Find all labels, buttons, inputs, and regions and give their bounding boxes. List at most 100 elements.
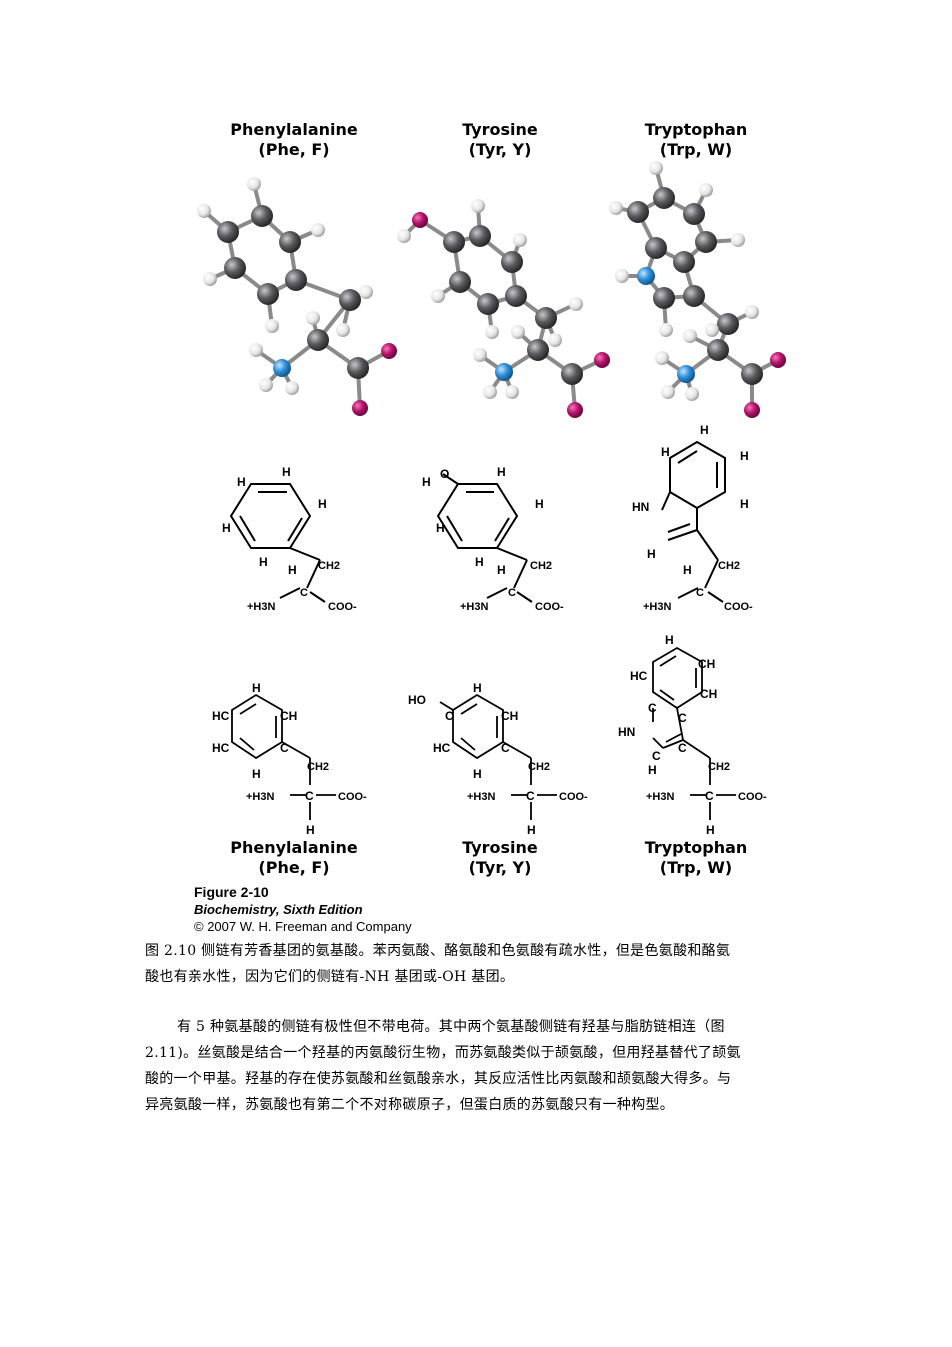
tyr-nh3: +H3N bbox=[467, 791, 495, 803]
title-abbr: (Trp, W) bbox=[659, 858, 733, 877]
trp-ch2: CH2 bbox=[708, 761, 730, 773]
tyrosine-model bbox=[397, 199, 610, 418]
carbon-atom bbox=[695, 231, 717, 253]
tryptophan-model bbox=[609, 161, 786, 418]
trp-hc: HC bbox=[630, 669, 648, 683]
trp-ch: CH bbox=[698, 657, 715, 671]
carbon-atom bbox=[673, 251, 695, 273]
carbon-atom bbox=[257, 283, 279, 305]
tyr-c: C bbox=[445, 709, 454, 723]
phe-hc: HC bbox=[212, 741, 230, 755]
phe-condensed-bonds bbox=[231, 693, 336, 820]
title-phenylalanine-bottom: Phenylalanine (Phe, F) bbox=[194, 838, 394, 878]
carbon-atom bbox=[477, 293, 499, 315]
carbon-atom bbox=[707, 339, 729, 361]
paragraph-line: 酸的一个甲基。羟基的存在使苏氨酸和丝氨酸亲水，其反应活性比丙氨酸和颉氨酸大得多。… bbox=[145, 1071, 732, 1087]
tyr-skeletal-bonds bbox=[436, 473, 533, 603]
title-name: Tryptophan bbox=[644, 838, 748, 857]
trp-hn: HN bbox=[618, 725, 635, 739]
hydrogen-atom bbox=[336, 323, 350, 337]
tyr-h: H bbox=[473, 767, 482, 781]
tyr-h: H bbox=[473, 681, 482, 695]
carbon-atom bbox=[717, 313, 739, 335]
hydrogen-atom bbox=[306, 311, 320, 325]
title-tryptophan-bottom: Tryptophan (Trp, W) bbox=[596, 838, 796, 878]
phe-h: H bbox=[237, 475, 246, 489]
carbon-atom bbox=[339, 289, 361, 311]
carbon-atom bbox=[535, 307, 557, 329]
hydrogen-atom bbox=[569, 297, 583, 311]
title-abbr: (Trp, W) bbox=[659, 140, 733, 159]
tyr-h: H bbox=[475, 555, 484, 569]
hydrogen-atom bbox=[659, 323, 673, 337]
condensed-formulas: H HC CH HC C H CH2 +H3N C COO- H H HO C … bbox=[212, 633, 767, 837]
hydrogen-atom bbox=[265, 319, 279, 333]
trp-nh3: +H3N bbox=[643, 601, 671, 613]
hydrogen-atom bbox=[473, 348, 487, 362]
tyr-coo: COO- bbox=[535, 601, 564, 613]
carbon-atom bbox=[307, 329, 329, 351]
trp-h: H bbox=[740, 449, 749, 463]
tyr-hc: HC bbox=[433, 741, 451, 755]
carbon-atom bbox=[217, 221, 239, 243]
tyr-o: O bbox=[440, 467, 449, 481]
hydrogen-atom bbox=[285, 381, 299, 395]
trp-c: C bbox=[696, 587, 704, 599]
oxygen-atom bbox=[744, 402, 760, 418]
trp-c: C bbox=[678, 741, 687, 755]
title-name: Tyrosine bbox=[462, 120, 538, 139]
trp-c: C bbox=[705, 789, 714, 803]
carbon-atom bbox=[224, 257, 246, 279]
hydrogen-atom bbox=[397, 229, 411, 243]
carbon-atom bbox=[645, 237, 667, 259]
trp-h: H bbox=[647, 547, 656, 561]
hydrogen-atom bbox=[699, 183, 713, 197]
tyr-ho: HO bbox=[408, 693, 426, 707]
phe-hc: HC bbox=[212, 709, 230, 723]
caption-line: 酸也有亲水性，因为它们的侧链有-NH 基团或-OH 基团。 bbox=[145, 969, 515, 985]
title-abbr: (Phe, F) bbox=[258, 858, 330, 877]
hydrogen-atom bbox=[471, 199, 485, 213]
carbon-atom bbox=[443, 231, 465, 253]
trp-h: H bbox=[700, 423, 709, 437]
paragraph-line: 异亮氨酸一样，苏氨酸也有第二个不对称碳原子，但蛋白质的苏氨酸只有一种构型。 bbox=[145, 1097, 675, 1113]
figure-credit: Figure 2-10 Biochemistry, Sixth Edition … bbox=[194, 884, 412, 935]
phe-nh3: +H3N bbox=[247, 601, 275, 613]
carbon-atom bbox=[347, 357, 369, 379]
carbon-atom bbox=[561, 363, 583, 385]
title-phenylalanine-top: Phenylalanine (Phe, F) bbox=[194, 120, 394, 160]
trp-skeletal-bonds bbox=[661, 440, 726, 603]
hydrogen-atom bbox=[247, 177, 261, 191]
carbon-atom bbox=[449, 271, 471, 293]
phe-h: H bbox=[252, 767, 261, 781]
carbon-atom bbox=[279, 231, 301, 253]
phe-ch: CH bbox=[280, 709, 297, 723]
hydrogen-atom bbox=[615, 269, 629, 283]
hydrogen-atom bbox=[485, 325, 499, 339]
oxygen-atom bbox=[567, 402, 583, 418]
carbon-atom bbox=[653, 187, 675, 209]
title-tyrosine-top: Tyrosine (Tyr, Y) bbox=[400, 120, 600, 160]
figure-caption: 图 2.10 侧链有芳香基团的氨基酸。苯丙氨酸、酪氨酸和色氨酸有疏水性，但是色氨… bbox=[145, 938, 845, 990]
hydrogen-atom bbox=[249, 343, 263, 357]
phe-coo: COO- bbox=[328, 601, 357, 613]
title-name: Tyrosine bbox=[462, 838, 538, 857]
trp-coo: COO- bbox=[738, 791, 767, 803]
tyr-ch2: CH2 bbox=[528, 761, 550, 773]
carbon-atom bbox=[285, 269, 307, 291]
carbon-atom bbox=[741, 363, 763, 385]
tyr-ch: CH bbox=[501, 709, 518, 723]
oxygen-atom bbox=[381, 343, 397, 359]
nitrogen-atom bbox=[677, 365, 695, 383]
copyright: © 2007 W. H. Freeman and Company bbox=[194, 919, 412, 934]
hydrogen-atom bbox=[513, 233, 527, 247]
hydrogen-atom bbox=[505, 385, 519, 399]
oxygen-atom bbox=[594, 352, 610, 368]
title-tyrosine-bottom: Tyrosine (Tyr, Y) bbox=[400, 838, 600, 878]
phe-h: H bbox=[288, 563, 297, 577]
trp-c: C bbox=[652, 749, 661, 763]
carbon-atom bbox=[653, 287, 675, 309]
trp-c: C bbox=[648, 701, 657, 715]
hydrogen-atom bbox=[259, 378, 273, 392]
title-abbr: (Tyr, Y) bbox=[468, 858, 532, 877]
